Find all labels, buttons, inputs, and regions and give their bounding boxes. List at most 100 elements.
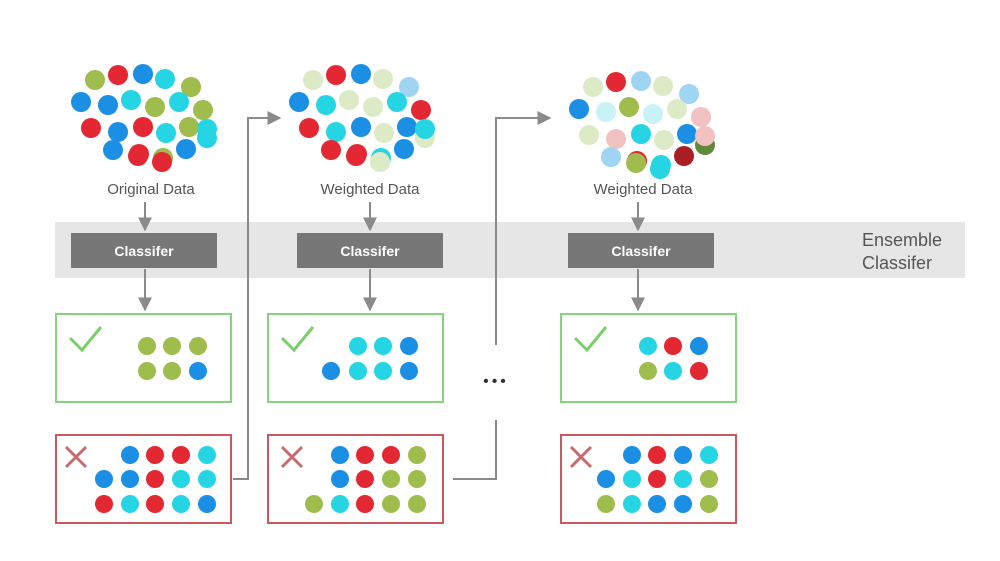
- data-point: [631, 124, 651, 144]
- misclassified-point: [700, 446, 718, 464]
- misclassified-point: [331, 470, 349, 488]
- correct-point: [639, 337, 657, 355]
- misclassified-point: [623, 470, 641, 488]
- misclassified-point: [382, 446, 400, 464]
- data-label-original: Original Data: [107, 181, 195, 198]
- correct-point: [163, 362, 181, 380]
- data-point: [399, 77, 419, 97]
- classifier-box: [568, 233, 714, 268]
- data-point: [415, 119, 435, 139]
- misclassified-point: [121, 470, 139, 488]
- data-point: [679, 84, 699, 104]
- misclassified-point: [597, 470, 615, 488]
- classifier-label: Classifer: [114, 243, 174, 259]
- data-point: [346, 146, 366, 166]
- data-point: [667, 99, 687, 119]
- data-point: [179, 117, 199, 137]
- data-point: [370, 152, 390, 172]
- misclassified-point: [382, 470, 400, 488]
- cluster-original-data: [71, 64, 217, 172]
- misclassified-point: [331, 446, 349, 464]
- misclassified-point: [623, 446, 641, 464]
- correct-point: [189, 362, 207, 380]
- data-point: [321, 140, 341, 160]
- connector-arrow-3: [495, 111, 552, 345]
- data-point: [643, 104, 663, 124]
- correct-items: [138, 337, 207, 380]
- stage-2: Weighted Data Classifer: [267, 64, 444, 524]
- data-point: [71, 92, 91, 112]
- data-point: [98, 95, 118, 115]
- data-point: [133, 64, 153, 84]
- data-point: [152, 152, 172, 172]
- data-point: [626, 153, 646, 173]
- data-point: [596, 102, 616, 122]
- data-point: [103, 140, 123, 160]
- misclassified-point: [146, 495, 164, 513]
- correct-box: [267, 313, 444, 403]
- correct-box: [55, 313, 232, 403]
- data-point: [583, 77, 603, 97]
- misclassified-point: [356, 446, 374, 464]
- classifier-box: [71, 233, 217, 268]
- data-point: [677, 124, 697, 144]
- ensemble-label-line1: Ensemble: [862, 230, 942, 250]
- data-point: [326, 65, 346, 85]
- data-label-weighted: Weighted Data: [594, 181, 694, 198]
- correct-point: [664, 362, 682, 380]
- misclassified-point: [700, 470, 718, 488]
- misclassified-point: [95, 495, 113, 513]
- data-point: [387, 92, 407, 112]
- misclassified-point: [95, 470, 113, 488]
- data-point: [128, 146, 148, 166]
- data-point: [155, 69, 175, 89]
- data-point: [374, 123, 394, 143]
- data-point: [606, 72, 626, 92]
- correct-point: [349, 337, 367, 355]
- correct-point: [690, 362, 708, 380]
- correct-point: [163, 337, 181, 355]
- check-icon: [68, 326, 103, 353]
- data-point: [691, 107, 711, 127]
- cluster-weighted-data: [289, 64, 435, 172]
- stage-1: Original Data Classifer: [55, 64, 232, 524]
- misclassified-point: [382, 495, 400, 513]
- data-point: [351, 117, 371, 137]
- wrong-box: [55, 434, 232, 524]
- correct-items: [322, 337, 418, 380]
- misclassified-point: [146, 470, 164, 488]
- misclassified-point: [674, 470, 692, 488]
- data-point: [316, 95, 336, 115]
- data-point: [81, 118, 101, 138]
- data-point: [351, 64, 371, 84]
- misclassified-point: [172, 495, 190, 513]
- data-point: [654, 130, 674, 150]
- misclassified-point: [198, 495, 216, 513]
- correct-point: [664, 337, 682, 355]
- misclassified-point: [648, 446, 666, 464]
- misclassified-point: [356, 495, 374, 513]
- wrong-items: [305, 446, 426, 513]
- correct-point: [400, 362, 418, 380]
- data-point: [695, 126, 715, 146]
- correct-items: [639, 337, 708, 380]
- data-point: [606, 129, 626, 149]
- correct-point: [400, 337, 418, 355]
- data-point: [339, 90, 359, 110]
- stage-3: Weighted Data Classifer: [560, 71, 737, 524]
- data-point: [650, 159, 670, 179]
- data-point: [394, 139, 414, 159]
- data-point: [145, 97, 165, 117]
- cross-icon: [280, 445, 304, 469]
- wrong-items: [597, 446, 718, 513]
- correct-point: [138, 362, 156, 380]
- misclassified-point: [674, 495, 692, 513]
- data-point: [653, 76, 673, 96]
- classifier-box: [297, 233, 443, 268]
- misclassified-point: [700, 495, 718, 513]
- data-point: [411, 100, 431, 120]
- misclassified-point: [198, 470, 216, 488]
- misclassified-point: [121, 446, 139, 464]
- misclassified-point: [623, 495, 641, 513]
- misclassified-point: [597, 495, 615, 513]
